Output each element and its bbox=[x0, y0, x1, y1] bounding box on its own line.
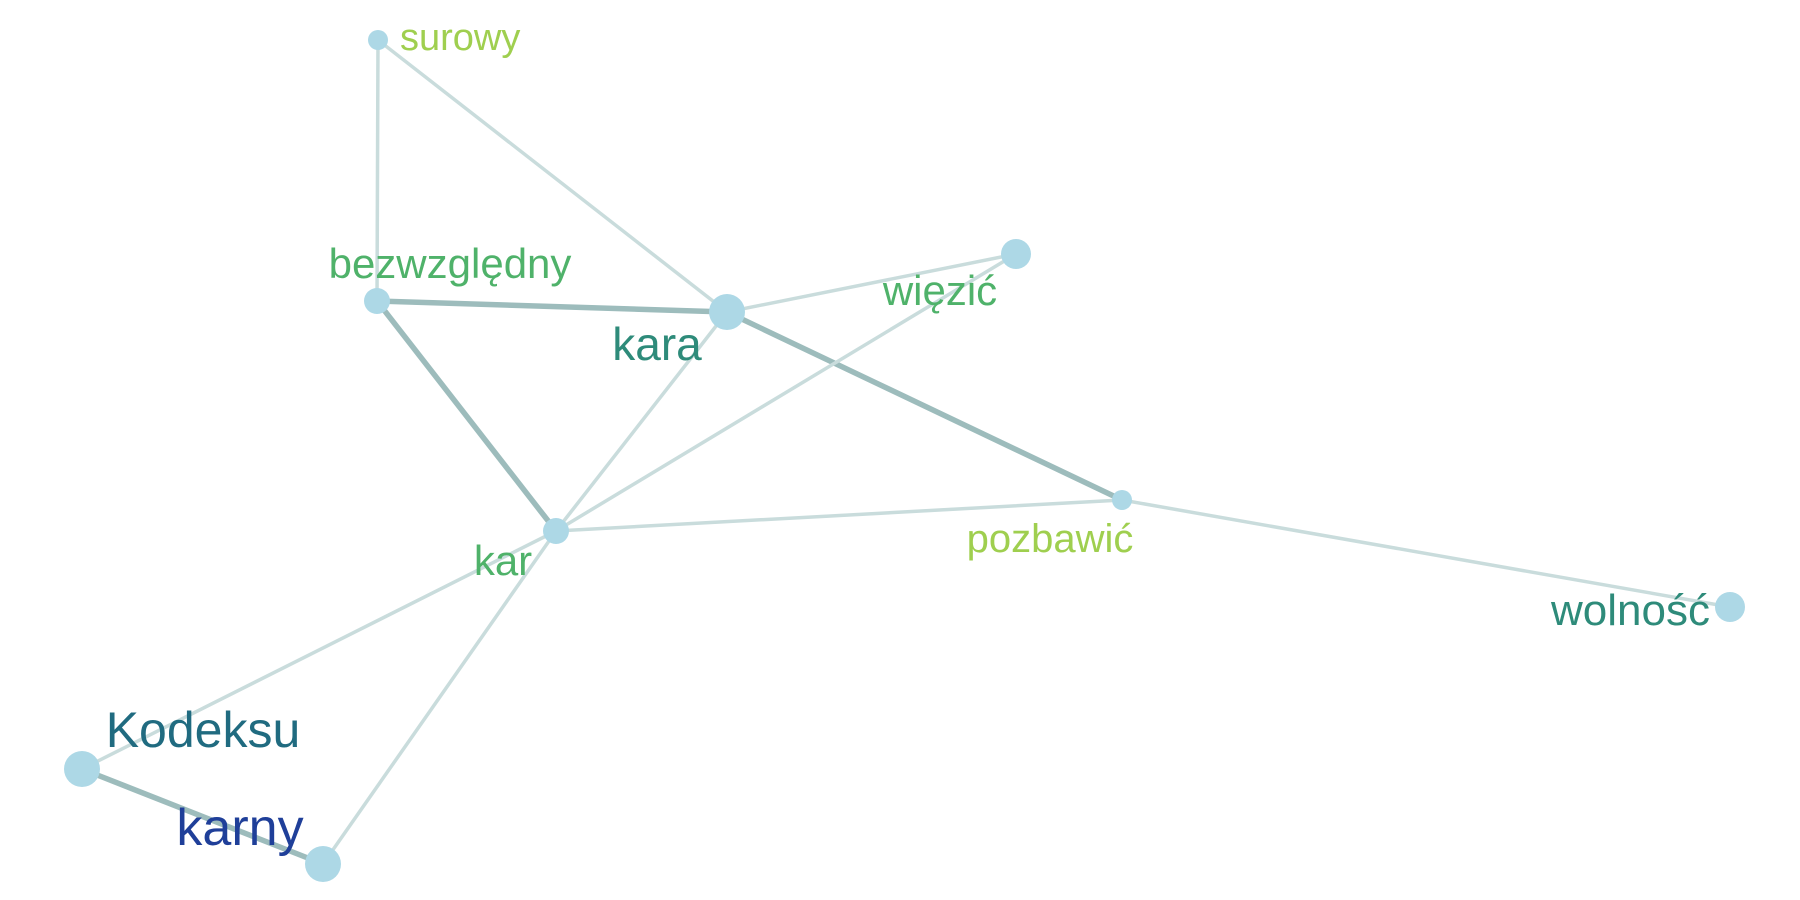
node-pozbawic[interactable] bbox=[1112, 490, 1132, 510]
node-label-bezwzgledny: bezwzględny bbox=[329, 240, 572, 287]
edge-kara-kar bbox=[554, 310, 729, 533]
node-label-pozbawic: pozbawić bbox=[967, 517, 1134, 561]
edge-surowy-kara bbox=[376, 38, 729, 314]
node-label-wiezic: więzić bbox=[882, 267, 997, 314]
labels-layer: surowy bezwzględny kara więzić kar pozbawić wo… bbox=[106, 17, 1710, 857]
node-bezwzgledny[interactable] bbox=[364, 288, 390, 314]
edge-kar-kodeksu bbox=[80, 529, 558, 771]
node-label-kodeksu: Kodeksu bbox=[106, 702, 301, 758]
node-label-wolnosc: wolność bbox=[1550, 586, 1710, 635]
edge-kara-wiezic bbox=[725, 252, 1018, 314]
node-wolnosc[interactable] bbox=[1715, 592, 1745, 622]
node-label-kara: kara bbox=[612, 318, 702, 370]
node-surowy[interactable] bbox=[368, 30, 388, 50]
node-kar[interactable] bbox=[543, 518, 569, 544]
edge-pozbawic-wolnosc bbox=[1120, 498, 1732, 609]
edge-kodeksu-karny bbox=[79, 766, 326, 867]
edge-bezwzgledny-kara bbox=[374, 298, 730, 315]
node-label-karny: karny bbox=[176, 799, 303, 857]
edge-surowy-bezwzgledny bbox=[375, 38, 380, 303]
node-karny[interactable] bbox=[305, 846, 341, 882]
edge-kara-pozbawic bbox=[724, 309, 1125, 503]
nodes-layer bbox=[64, 30, 1745, 882]
edge-kar-karny bbox=[321, 529, 558, 866]
node-wiezic[interactable] bbox=[1001, 239, 1031, 269]
node-label-kar: kar bbox=[474, 537, 532, 584]
node-label-surowy: surowy bbox=[400, 17, 520, 59]
node-kodeksu[interactable] bbox=[64, 751, 100, 787]
edge-kar-pozbawic bbox=[554, 498, 1124, 533]
edge-wiezic-kar bbox=[554, 252, 1018, 533]
edges-layer bbox=[79, 38, 1732, 867]
edge-bezwzgledny-kar bbox=[374, 298, 559, 534]
node-kara[interactable] bbox=[709, 294, 745, 330]
